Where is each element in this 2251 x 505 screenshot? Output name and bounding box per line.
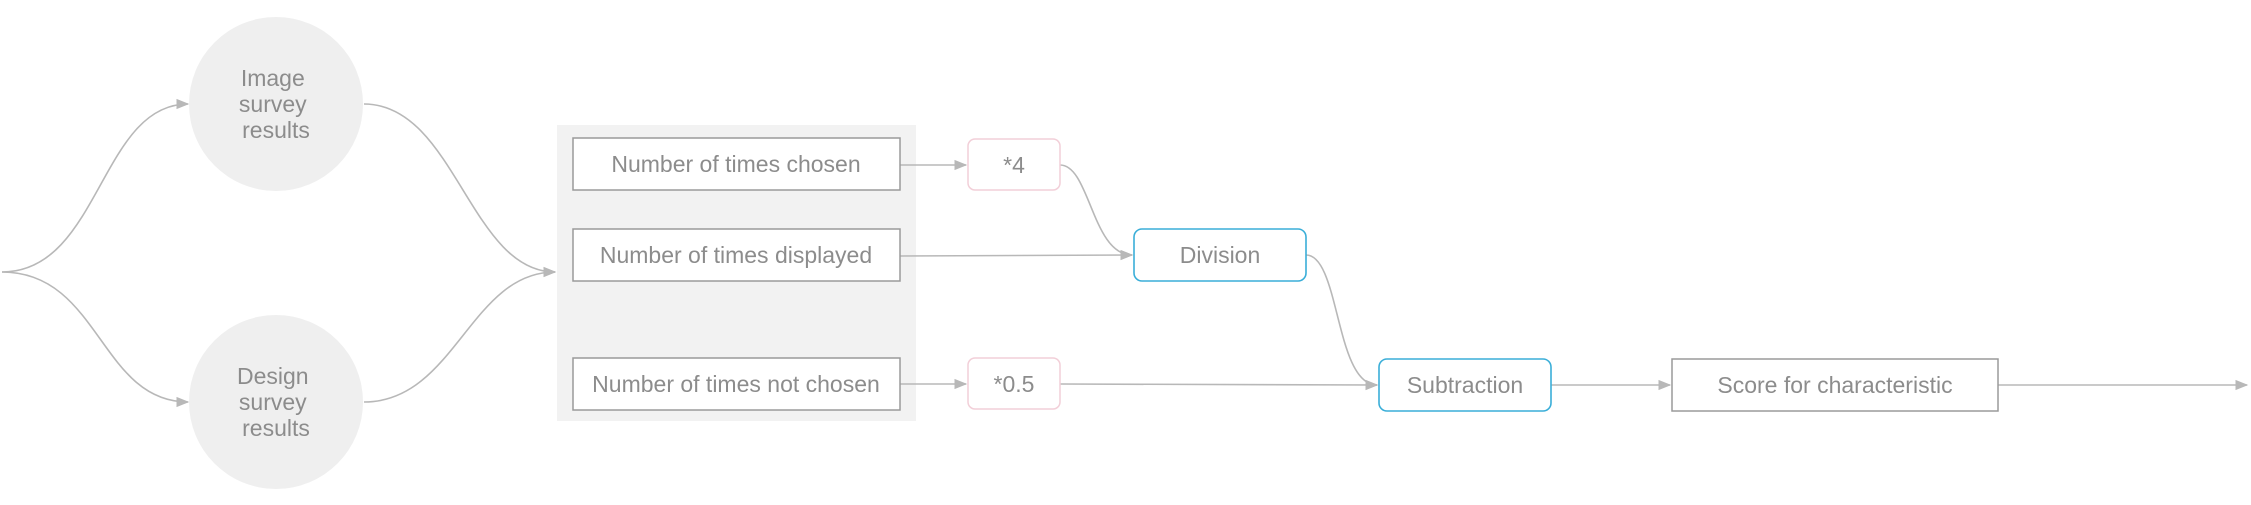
edge-design-survey-to-group	[363, 266, 557, 403]
edge-multiply-05-to-subtraction	[1059, 379, 1379, 391]
edge-image-survey-to-group	[363, 103, 557, 278]
edge-division-to-subtraction	[1305, 254, 1379, 391]
svg-text:Design survey resu: Design survey results	[237, 363, 315, 441]
edge-origin-to-image-survey	[1, 98, 190, 273]
times-displayed-node: Number of times displayed	[572, 228, 901, 282]
subtraction-label: Subtraction	[1407, 372, 1523, 398]
score-node: Score for characteristic	[1671, 358, 1999, 412]
times-not-chosen-label: Number of times not chosen	[592, 371, 880, 397]
division-label: Division	[1180, 242, 1261, 268]
division-node: Division	[1133, 228, 1307, 282]
image-survey-label-line-1: Image	[241, 65, 305, 91]
edge-origin-to-design-survey	[1, 271, 190, 408]
subtraction-node: Subtraction	[1378, 358, 1552, 412]
image-survey-node: Image survey results	[189, 17, 363, 191]
multiply-4-label: *4	[1003, 152, 1025, 178]
edge-displayed-to-division	[899, 249, 1134, 261]
design-survey-node: Design survey results	[189, 315, 363, 489]
times-chosen-label: Number of times chosen	[611, 151, 860, 177]
multiply-05-node: *0.5	[967, 357, 1061, 410]
svg-text:Image survey resul: Image survey results	[239, 65, 313, 143]
image-survey-label-line-3: results	[242, 117, 310, 143]
times-chosen-node: Number of times chosen	[572, 137, 901, 191]
design-survey-label-line-2: survey	[239, 389, 307, 415]
times-displayed-label: Number of times displayed	[600, 242, 872, 268]
score-label: Score for characteristic	[1717, 372, 1952, 398]
times-not-chosen-node: Number of times not chosen	[572, 357, 901, 411]
edge-multiply-4-to-division	[1059, 164, 1134, 261]
design-survey-label-line-3: results	[242, 415, 310, 441]
multiply-05-label: *0.5	[994, 371, 1035, 397]
multiply-4-node: *4	[967, 138, 1061, 191]
design-survey-label-line-1: Design	[237, 363, 309, 389]
image-survey-label-line-2: survey	[239, 91, 307, 117]
